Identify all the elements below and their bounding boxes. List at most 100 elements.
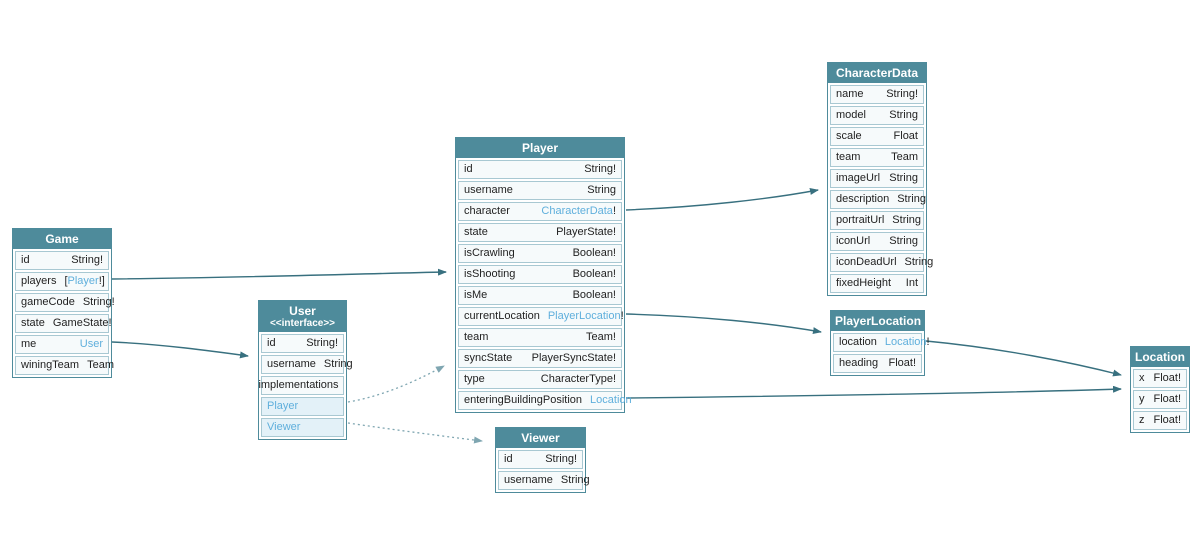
field-type: Float! [1153,372,1181,384]
field-row-user-Player[interactable]: Player [261,397,344,416]
field-type[interactable]: User [80,338,103,351]
field-row-playerlocation-location[interactable]: location Location! [833,333,930,352]
field-type: Boolean! [572,247,616,259]
field-name: implementations [258,379,339,391]
type-link[interactable]: User [79,338,103,350]
field-type: Int [905,277,918,289]
field-name: description [836,193,890,205]
field-name: portraitUrl [836,214,885,226]
field-name: id [464,163,473,175]
type-link[interactable]: PlayerLocation [547,310,621,322]
table-header-playerlocation[interactable]: PlayerLocation [831,311,924,331]
table-header-game[interactable]: Game [13,229,111,249]
field-type: String [587,184,616,196]
field-type: String [892,214,922,226]
field-type: String! [886,88,918,100]
field-name: model [836,109,866,121]
field-row-player-type[interactable]: type CharacterType! [458,370,622,389]
field-type: Boolean! [572,268,616,280]
field-type[interactable]: Location! [884,336,930,348]
table-header-user[interactable]: User<<interface>> [259,301,346,332]
type-link[interactable]: Player [67,275,99,287]
field-type[interactable]: Location [590,394,632,407]
field-row-user-implementations[interactable]: implementations [258,376,344,395]
field-name: state [464,226,488,238]
field-name: syncState [464,352,513,364]
type-link[interactable]: CharacterData [541,205,613,217]
field-row-characterdata-model[interactable]: model String [830,106,924,125]
type-link[interactable]: Player [267,400,299,412]
field-type: CharacterType! [540,373,616,385]
field-type: String [904,256,934,268]
field-row-game-players[interactable]: players [Player!] [15,272,109,291]
type-link[interactable]: Viewer [267,421,301,433]
field-type: String! [545,453,577,465]
field-type: String [889,109,918,121]
field-type: GameState! [52,317,112,329]
arrow-playerlocation-location-to-location [925,340,1122,377]
field-type[interactable]: CharacterData! [541,205,616,217]
table-header-viewer[interactable]: Viewer [496,428,585,448]
type-link[interactable]: Location [884,336,927,348]
field-row-user-Viewer[interactable]: Viewer [261,418,344,437]
arrow-game-players-to-player [111,268,447,280]
field-name: id [267,337,276,349]
field-type[interactable]: [Player!] [64,275,105,287]
field-name: type [464,373,485,385]
field-name: team [836,151,861,163]
table-subtitle: <<interface>> [269,318,336,329]
field-row-characterdata-portraitUrl[interactable]: portraitUrl String [830,211,924,230]
field-type[interactable]: PlayerLocation! [547,310,624,322]
field-name: z [1139,414,1145,426]
field-row-game-winingTeam[interactable]: winingTeam Team [15,356,114,375]
field-type: Team [891,151,918,163]
field-type: String [889,172,918,184]
field-row-characterdata-team[interactable]: team Team [830,148,924,167]
field-name: players [21,275,57,287]
field-type: String! [71,254,103,266]
field-name: location [839,336,877,348]
table-header-location[interactable]: Location [1131,347,1189,367]
table-header-player[interactable]: Player [456,138,624,158]
table-title: Player [521,141,559,155]
field-name: winingTeam [21,359,80,371]
table-header-characterdata[interactable]: CharacterData [828,63,926,83]
field-type: Team [87,359,114,371]
type-link[interactable]: Location [590,394,632,406]
